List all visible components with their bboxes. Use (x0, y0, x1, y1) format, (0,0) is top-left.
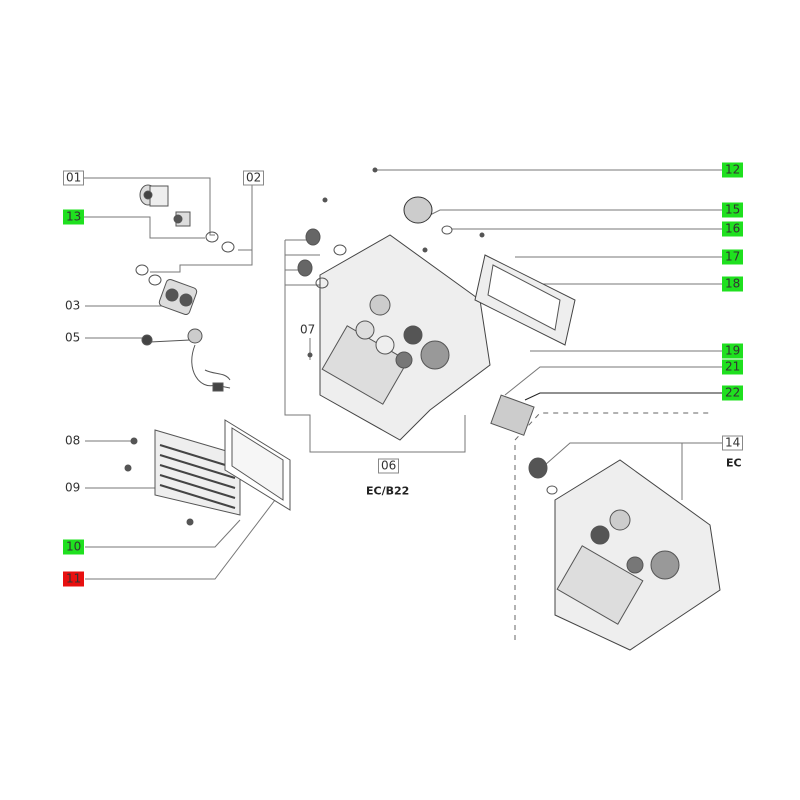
nipple-13 (173, 211, 191, 227)
part-label-08[interactable]: 08 (65, 433, 81, 448)
leader-lines (84, 169, 722, 580)
sensor-cable-05 (141, 328, 231, 392)
knob-15 (403, 196, 453, 235)
part-label-05[interactable]: 05 (65, 330, 81, 345)
ec-variant-outline (514, 412, 712, 640)
part-label-16[interactable]: 16 (722, 221, 744, 237)
part-label-14[interactable]: 14 (722, 435, 744, 451)
o-rings (135, 231, 235, 286)
part-label-22[interactable]: 22 (722, 385, 744, 401)
part-label-11[interactable]: 11 (63, 571, 85, 587)
part-label-21[interactable]: 21 (722, 359, 744, 375)
variant-label-ec: EC (726, 456, 742, 470)
part-label-09[interactable]: 09 (65, 480, 81, 495)
part-label-12[interactable]: 12 (722, 162, 744, 178)
part-label-17[interactable]: 17 (722, 249, 744, 265)
screws (124, 167, 485, 526)
filter-frame (224, 419, 291, 511)
part-label-15[interactable]: 15 (722, 202, 744, 218)
switch-22 (490, 394, 535, 436)
fitting-01 (139, 184, 169, 207)
control-panel-06 (297, 228, 491, 441)
part-label-18[interactable]: 18 (722, 276, 744, 292)
part-label-02[interactable]: 02 (243, 170, 265, 186)
part-label-01[interactable]: 01 (63, 170, 85, 186)
part-label-10[interactable]: 10 (63, 539, 85, 555)
grille-09 (154, 429, 241, 516)
part-label-07[interactable]: 07 (300, 322, 316, 337)
part-label-13[interactable]: 13 (63, 209, 85, 225)
control-panel-14 (528, 457, 721, 651)
variant-label-ec-b22: EC/B22 (366, 484, 410, 498)
part-label-03[interactable]: 03 (65, 298, 81, 313)
part-label-19[interactable]: 19 (722, 343, 744, 359)
part-label-06[interactable]: 06 (378, 458, 400, 474)
display-frame-18 (474, 254, 576, 346)
valve-block-03 (158, 278, 198, 316)
